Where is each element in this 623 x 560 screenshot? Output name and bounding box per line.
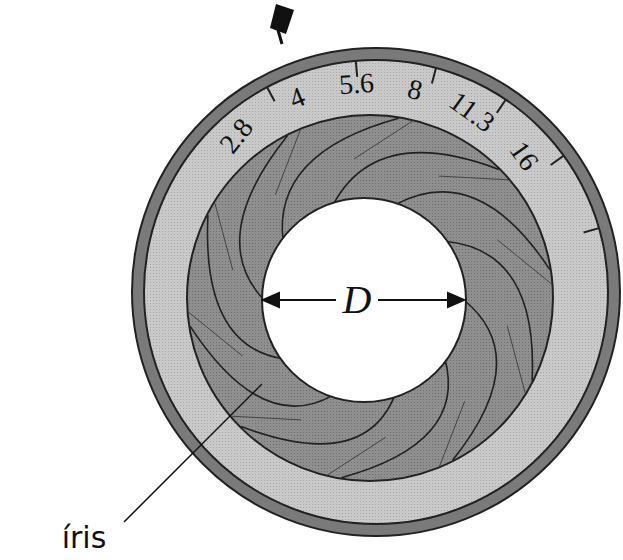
- leader-line: [124, 384, 262, 522]
- iris-blade: [275, 130, 300, 195]
- scale-tick: [551, 156, 564, 165]
- aperture-opening: [262, 198, 466, 402]
- f-number: 5.6: [338, 69, 375, 99]
- scale-ticks: [267, 61, 599, 233]
- iris-blade: [439, 176, 509, 180]
- iris-blade: [354, 121, 412, 159]
- iris-blade: [440, 401, 465, 466]
- dimension-label: D: [341, 280, 374, 320]
- iris-blade: [497, 240, 551, 284]
- scale-tick: [497, 100, 506, 113]
- aperture-ring: [144, 60, 608, 524]
- iris-housing: [187, 115, 553, 481]
- outer-ring: [132, 48, 620, 536]
- index-pointer: [278, 30, 282, 44]
- iris-blade: [507, 326, 525, 393]
- iris-blades: [189, 118, 552, 477]
- part-label: íris: [62, 523, 107, 553]
- scale-tick: [584, 228, 599, 232]
- scale-tick: [267, 87, 275, 101]
- iris-blade: [333, 153, 499, 205]
- iris-blade: [189, 312, 243, 356]
- index-pointer: [270, 4, 294, 34]
- scale-tick: [432, 68, 436, 84]
- iris-blade: [232, 416, 302, 420]
- iris-blade: [328, 437, 386, 475]
- iris-blade: [215, 203, 233, 270]
